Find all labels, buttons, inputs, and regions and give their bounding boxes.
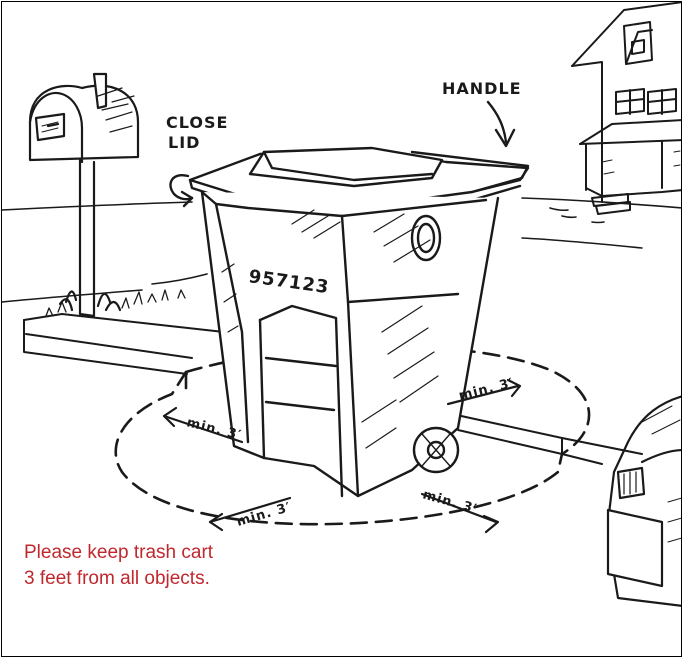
trash-cart <box>188 146 530 498</box>
caption-text: Please keep trash cart 3 feet from all o… <box>24 542 214 589</box>
close-lid-label-line1: CLOSE <box>166 113 228 132</box>
grass <box>45 289 186 317</box>
car <box>606 395 681 607</box>
close-lid-label-line2: LID <box>168 133 200 152</box>
close-lid-arrow <box>169 174 194 208</box>
house <box>571 2 681 215</box>
clearance-zone <box>114 344 591 526</box>
clearance-arrows <box>162 378 522 534</box>
clearance-label-front-left: min. 3′ <box>235 500 293 530</box>
handle-arrow <box>486 100 516 148</box>
handle-label: HANDLE <box>442 79 522 98</box>
mailbox <box>28 72 140 318</box>
